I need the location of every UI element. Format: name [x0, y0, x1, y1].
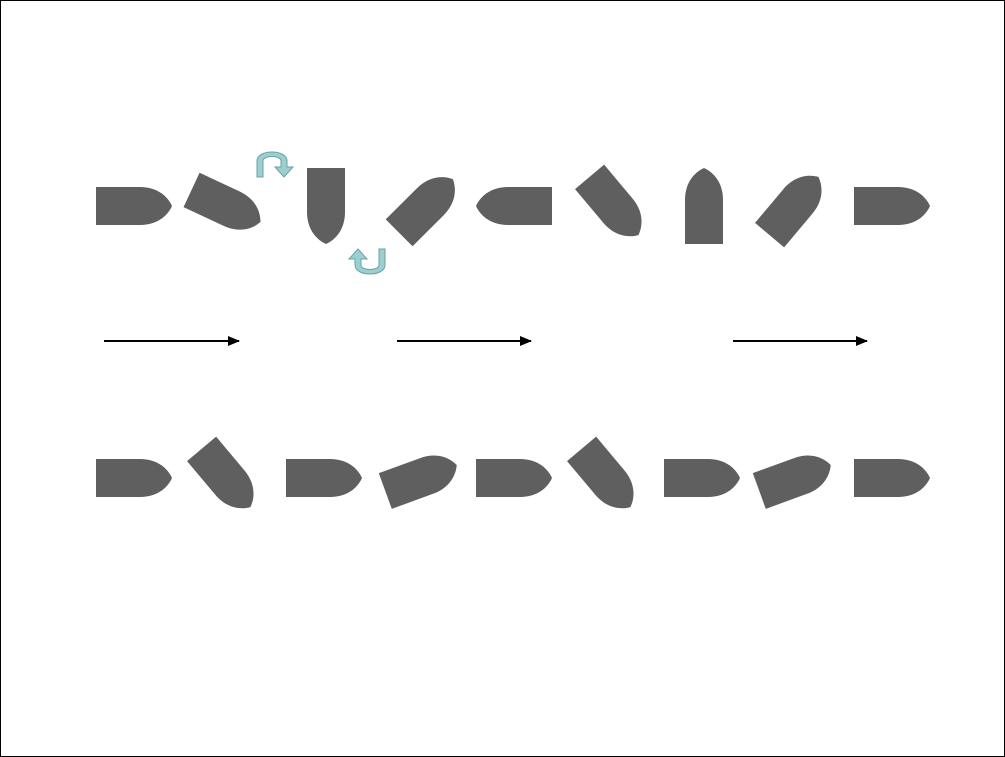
- bullet-shape: [385, 177, 455, 247]
- bullet-shape: [476, 187, 552, 225]
- curved-arrow-rotate-clockwise-icon: [347, 248, 386, 275]
- bullet-shape: [755, 175, 822, 248]
- bullet-shape: [685, 168, 723, 244]
- bullet-shape: [854, 459, 930, 497]
- bullet-shape: [96, 187, 172, 225]
- rotation-indicators: [256, 151, 386, 275]
- bullet-shape: [476, 459, 552, 497]
- bullet-shape: [187, 436, 254, 509]
- bullet-shape: [567, 436, 634, 509]
- bullet-shape: [752, 455, 831, 509]
- bullet-shape: [575, 164, 642, 237]
- bullet-shape: [96, 459, 172, 497]
- bullet-shape: [664, 459, 740, 497]
- bullet-shape: [854, 187, 930, 225]
- bullet-shape: [378, 455, 457, 509]
- bullet-shape: [286, 459, 362, 497]
- curved-arrow-rotate-clockwise-icon: [256, 151, 295, 178]
- tumbling-row: [96, 164, 930, 248]
- bullet-shape: [307, 168, 345, 244]
- bullet-shape: [183, 172, 261, 230]
- oscillating-row: [96, 436, 930, 509]
